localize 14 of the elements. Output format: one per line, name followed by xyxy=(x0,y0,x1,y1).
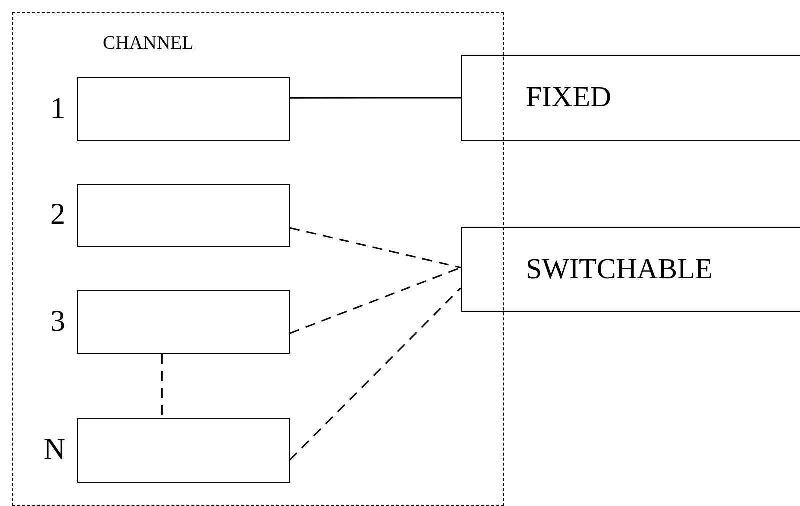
channel-number: 2 xyxy=(50,198,66,232)
channel-number: 3 xyxy=(50,304,66,338)
connector-line xyxy=(290,227,462,269)
connector-line xyxy=(161,354,163,418)
labeled-box xyxy=(461,55,800,141)
box-label: SWITCHABLE xyxy=(526,253,713,286)
group-heading: CHANNEL xyxy=(103,33,194,55)
dashed-group-frame xyxy=(12,12,504,506)
channel-number: N xyxy=(44,433,66,467)
connector-line xyxy=(289,288,462,461)
channel-number: 1 xyxy=(50,92,66,126)
connector-line xyxy=(290,97,461,99)
labeled-box xyxy=(461,227,800,312)
box-label: FIXED xyxy=(526,82,612,114)
